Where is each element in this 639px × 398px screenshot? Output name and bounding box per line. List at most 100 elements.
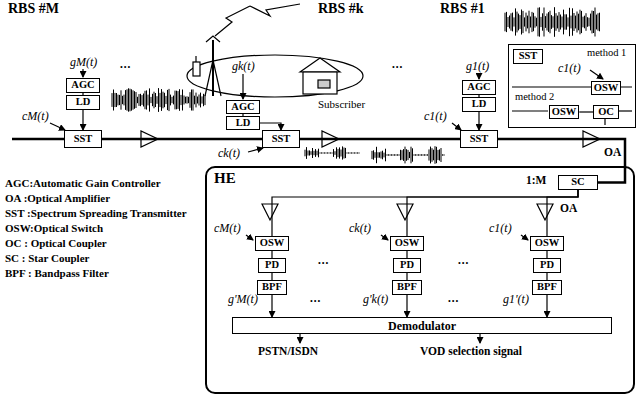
node-text: LD (472, 99, 487, 110)
radio-cell (187, 4, 363, 97)
ellipsis: ••• (318, 260, 329, 268)
label: RBS #M (8, 2, 59, 16)
label: Subscriber (318, 99, 365, 110)
node-text: OSW (535, 238, 560, 249)
node-text: BPF (397, 282, 417, 293)
node-text: OSW (260, 238, 285, 249)
connector (546, 273, 547, 280)
label: g1'(t) (503, 293, 529, 305)
ellipsis: ••• (120, 64, 131, 72)
label: VOD selection signal (420, 346, 522, 358)
node-text: OSW (395, 238, 420, 249)
ellipsis: ••• (310, 298, 321, 306)
legend-text: BPF : Bandpass Filter (5, 268, 109, 279)
connector (546, 295, 547, 317)
connector (478, 112, 479, 130)
label: gM(t) (70, 56, 97, 68)
ellipsis: ••• (392, 64, 403, 72)
node-text: Demodulator (388, 320, 456, 332)
label: 1:M (526, 175, 546, 187)
node-text: AGC (467, 82, 490, 93)
optical-coupler: OC (593, 105, 619, 119)
label: cM(t) (214, 222, 241, 234)
node-text: BPF (262, 282, 282, 293)
node-text: OSW (594, 83, 619, 94)
photodiode: PD (533, 258, 561, 273)
connector (407, 190, 578, 236)
label: PSTN/ISDN (258, 346, 318, 358)
head-end: HE SC OSW PD BPF OSW PD BPF OSW PD BPF Demodulator (205, 166, 635, 394)
agc-box: AGC (66, 78, 100, 93)
label: gk(t) (232, 60, 255, 72)
label: c1(t) (558, 62, 581, 74)
legend-text: AGC:Automatic Gain Controller (5, 178, 161, 189)
node-text: SST (74, 134, 93, 145)
demodulator: Demodulator (232, 317, 612, 334)
legend-text: OA :Optical Amplifier (5, 193, 110, 204)
waveform (112, 7, 600, 164)
photodiode: PD (393, 258, 421, 273)
sst-box: SST (64, 130, 102, 148)
node-text: SST (519, 51, 538, 62)
optical-switch: OSW (255, 236, 289, 251)
node-text: HE (214, 171, 236, 186)
star-coupler: SC (558, 175, 598, 190)
connector (271, 273, 272, 280)
node-text: OC (598, 107, 614, 118)
ld-box: LD (66, 95, 100, 110)
signal-arrows (12, 69, 632, 343)
ellipsis: ••• (448, 298, 459, 306)
label: ck(t) (349, 222, 371, 234)
connector (260, 123, 281, 130)
ld-box: LD (462, 97, 496, 112)
legend-text: OSW:Optical Switch (5, 223, 103, 234)
optical-switch: OSW (591, 81, 622, 95)
node-text: PD (400, 260, 414, 271)
connector (271, 251, 272, 258)
agc-box: AGC (226, 100, 260, 114)
label: c1(t) (424, 110, 447, 122)
node-text: PD (540, 260, 554, 271)
label: OA (560, 203, 577, 215)
connector (406, 295, 407, 317)
bandpass-filter: BPF (257, 280, 287, 295)
legend-text: OC : Optical Coupler (5, 238, 107, 249)
photodiode: PD (258, 258, 286, 273)
node-text: LD (76, 97, 91, 108)
label: ck(t) (218, 147, 240, 159)
label: c1(t) (489, 222, 512, 234)
node-text: OSW (552, 107, 577, 118)
optical-amplifier (141, 131, 600, 220)
sst-box: SST (262, 130, 300, 148)
node-text: method 2 (515, 92, 554, 103)
label: g'k(t) (363, 293, 388, 305)
node-text: AGC (71, 80, 94, 91)
connector (406, 251, 407, 258)
connector (546, 251, 547, 258)
node-text: PD (265, 260, 279, 271)
bandpass-filter: BPF (392, 280, 422, 295)
connector (547, 190, 578, 236)
node-text: method 1 (587, 48, 626, 59)
node-text: LD (236, 118, 251, 129)
agc-box: AGC (462, 80, 496, 95)
label: g1(t) (466, 60, 489, 72)
optical-fiber (300, 138, 460, 141)
connector (579, 111, 593, 112)
label: g'M(t) (228, 293, 258, 305)
node-text: AGC (231, 102, 254, 113)
label: RBS #1 (440, 2, 485, 16)
optical-switch: OSW (530, 236, 564, 251)
bandpass-filter: BPF (532, 280, 562, 295)
sst-box: SST (513, 49, 543, 64)
node-text: BPF (537, 282, 557, 293)
label: cM(t) (22, 110, 49, 122)
label: OA (604, 147, 621, 159)
optical-switch: OSW (390, 236, 424, 251)
label: RBS #k (318, 2, 364, 16)
sst-method-inset: method 1 method 2 SST OSW OSW OC (508, 44, 636, 128)
connector (271, 295, 272, 317)
legend-text: SC : Star Coupler (5, 253, 89, 264)
sst-box: SST (460, 130, 498, 148)
